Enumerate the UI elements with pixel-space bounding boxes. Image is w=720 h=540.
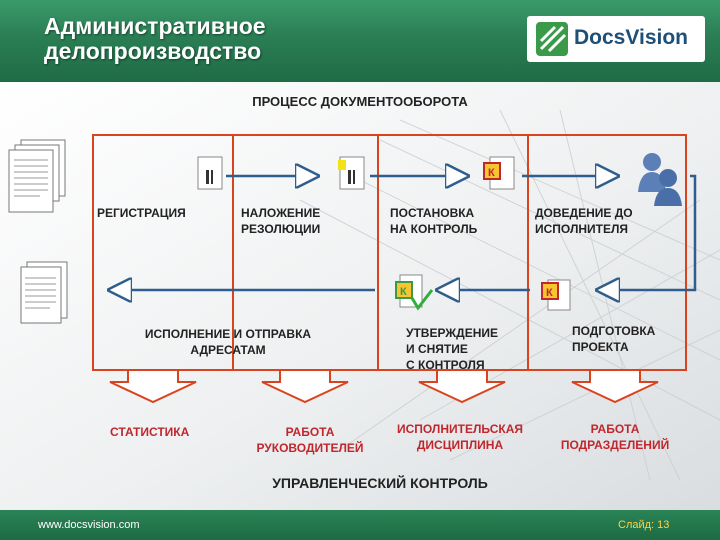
checkmark-icon (410, 289, 434, 311)
output-managers-line-1: РАБОТА (285, 425, 335, 439)
step-deliver-line-1: ДОВЕДЕНИЕ ДО (535, 206, 633, 220)
step-control-line-2: НА КОНТРОЛЬ (390, 222, 478, 236)
document-approved-icon: К (395, 274, 434, 311)
output-discipline-line-2: ДИСЦИПЛИНА (416, 438, 504, 452)
slide-title: Административное делопроизводство (44, 14, 266, 64)
output-divisions: РАБОТА ПОДРАЗДЕЛЕНИЙ (545, 421, 685, 453)
output-managers-line-2: РУКОВОДИТЕЛЕЙ (256, 441, 364, 455)
incoming-documents-icon (8, 139, 66, 213)
control-marker-text-2: К (546, 287, 553, 299)
step-prepare: ПОДГОТОВКА ПРОЕКТА (572, 323, 655, 355)
users-icon (638, 153, 682, 206)
step-execute-line-1: ИСПОЛНЕНИЕ И ОТПРАВКА (144, 327, 312, 341)
step-resolution-line-2: РЕЗОЛЮЦИИ (241, 222, 321, 236)
arrow-down-divisions (571, 369, 659, 404)
arrow-down-managers (261, 369, 349, 404)
arrow-down-discipline (418, 369, 506, 404)
process-title: ПРОЦЕСС ДОКУМЕНТООБОРОТА (252, 94, 468, 109)
logo-text: DocsVision (574, 26, 688, 49)
arrow-down-statistics (109, 369, 197, 404)
footer-bar (0, 510, 720, 540)
output-discipline-line-1: ИСПОЛНИТЕЛЬСКАЯ (396, 422, 524, 436)
document-icon-resolution (338, 156, 365, 190)
step-prepare-line-1: ПОДГОТОВКА (572, 324, 656, 338)
output-statistics: СТАТИСТИКА (110, 424, 189, 440)
step-control: ПОСТАНОВКА НА КОНТРОЛЬ (390, 205, 477, 237)
output-discipline: ИСПОЛНИТЕЛЬСКАЯ ДИСЦИПЛИНА (380, 421, 540, 453)
step-approve-line-3: С КОНТРОЛЯ (406, 358, 485, 372)
flow-arrow-4 (600, 174, 697, 290)
outgoing-documents-icon (20, 261, 68, 324)
output-statistics-label: СТАТИСТИКА (110, 425, 190, 439)
docsvision-logo-icon (536, 22, 568, 56)
control-marker-text-3: К (400, 286, 407, 298)
step-registration: РЕГИСТРАЦИЯ (97, 205, 186, 221)
document-icon-registration (197, 156, 223, 190)
step-approve-line-1: УТВЕРЖДЕНИЕ (406, 326, 499, 340)
slide-number: Слайд: 13 (618, 519, 670, 531)
output-managers: РАБОТА РУКОВОДИТЕЛЕЙ (240, 424, 380, 456)
footer-url: www.docsvision.com (38, 519, 140, 531)
document-control-icon-prepare: К (541, 279, 571, 311)
step-prepare-line-2: ПРОЕКТА (572, 340, 629, 354)
title-line-2: делопроизводство (44, 38, 262, 64)
step-deliver-line-2: ИСПОЛНИТЕЛЯ (535, 222, 629, 236)
output-divisions-line-1: РАБОТА (590, 422, 640, 436)
step-registration-label: РЕГИСТРАЦИЯ (97, 206, 186, 220)
management-control-title: УПРАВЛЕНЧЕСКИЙ КОНТРОЛЬ (272, 475, 488, 491)
document-control-icon: К (483, 156, 515, 190)
step-deliver: ДОВЕДЕНИЕ ДО ИСПОЛНИТЕЛЯ (535, 205, 633, 237)
control-marker-text: К (488, 167, 495, 179)
output-divisions-line-2: ПОДРАЗДЕЛЕНИЙ (560, 438, 670, 452)
step-resolution: НАЛОЖЕНИЕ РЕЗОЛЮЦИИ (241, 205, 320, 237)
step-control-line-1: ПОСТАНОВКА (390, 206, 475, 220)
step-approve-line-2: И СНЯТИЕ (406, 342, 468, 356)
step-resolution-line-1: НАЛОЖЕНИЕ (241, 206, 321, 220)
step-approve: УТВЕРЖДЕНИЕ И СНЯТИЕ С КОНТРОЛЯ (406, 325, 498, 373)
title-line-1: Административное (44, 13, 266, 39)
step-execute: ИСПОЛНЕНИЕ И ОТПРАВКА АДРЕСАТАМ (118, 326, 338, 358)
step-execute-line-2: АДРЕСАТАМ (190, 343, 266, 357)
